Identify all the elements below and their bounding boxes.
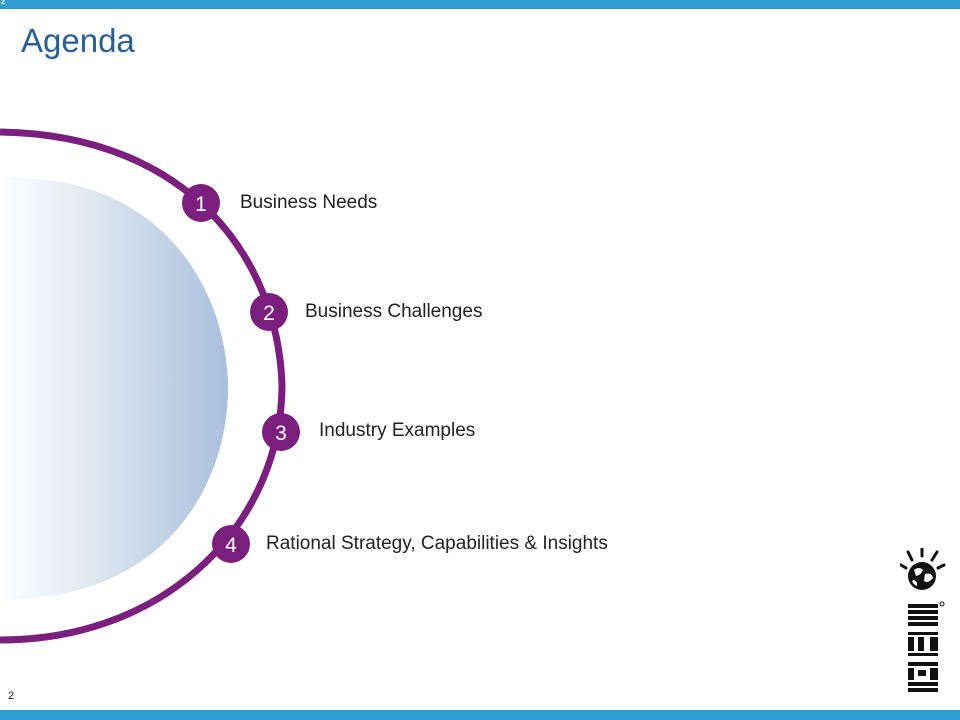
- badge-number: 4: [225, 534, 237, 557]
- bottom-accent-bar: [0, 710, 960, 720]
- agenda-item-business-needs: Business Needs: [240, 192, 378, 213]
- agenda-badge-2: 2: [250, 293, 288, 331]
- badge-number: 2: [263, 302, 275, 325]
- agenda-item-industry-examples: Industry Examples: [319, 420, 476, 441]
- page-title: Agenda: [21, 22, 135, 59]
- agenda-badge-4: 4: [212, 525, 250, 563]
- page-number: 2: [8, 690, 15, 702]
- agenda-badge-1: 1: [182, 184, 220, 222]
- agenda-item-business-challenges: Business Challenges: [305, 301, 483, 322]
- agenda-item-rational-strategy: Rational Strategy, Capabilities & Insigh…: [266, 533, 608, 554]
- purple-arc: [0, 128, 286, 644]
- top-accent-bar: 2: [0, 0, 960, 9]
- badge-number: 3: [275, 422, 287, 445]
- corner-slide-number: 2: [1, 0, 5, 6]
- gradient-half-disc: [0, 177, 228, 600]
- badge-number: 1: [195, 193, 207, 216]
- agenda-badge-3: 3: [262, 413, 300, 451]
- ibm-logo-icon: [900, 548, 946, 692]
